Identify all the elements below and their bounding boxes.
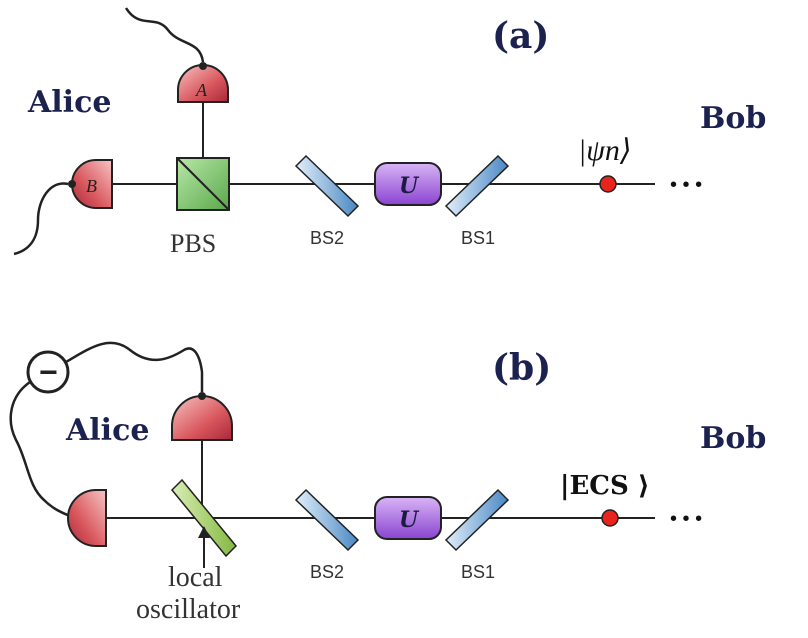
state-dot-a	[599, 175, 617, 193]
cable-to-left-detector	[9, 380, 71, 518]
detector-b: B	[13, 159, 113, 256]
unitary-a-label: U	[399, 173, 420, 199]
lo-label-line1: local	[168, 562, 223, 593]
pbs-cube	[176, 157, 230, 211]
panel-a-label: (a)	[492, 15, 549, 57]
unitary-b	[374, 496, 442, 540]
bs2-b	[294, 488, 360, 552]
detector-a-label: A	[195, 80, 208, 100]
bob-label-a: Bob	[700, 101, 766, 136]
pbs-label: PBS	[170, 229, 216, 258]
bs1-label-b: BS1	[461, 562, 495, 582]
state-label-b: |ECS ⟩	[560, 471, 650, 501]
state-dot-b	[601, 509, 619, 527]
alice-label-b: Alice	[65, 413, 149, 448]
detector-b-label: B	[86, 176, 97, 196]
panel-b-label: (b)	[492, 347, 551, 389]
panel-a: (a) Alice Bob A B PBS BS2	[13, 7, 766, 258]
local-oscillator-arrowhead	[198, 526, 210, 538]
alice-label-a: Alice	[27, 85, 111, 120]
detector-top-b	[171, 392, 233, 441]
bs2-label-b: BS2	[310, 562, 344, 582]
bs1-a	[444, 154, 510, 218]
unitary-b-label: U	[399, 507, 420, 533]
bs1-b	[444, 488, 510, 552]
bs1-label-a: BS1	[461, 228, 495, 248]
panel-b: (b) Alice Bob − local oscillator BS2	[9, 341, 766, 625]
detector-left-b	[67, 489, 107, 547]
unitary-a	[374, 162, 442, 206]
detector-a-cable	[124, 7, 205, 63]
bs2-label-a: BS2	[310, 228, 344, 248]
state-label-a: |ψn⟩	[578, 134, 632, 167]
bob-label-b: Bob	[700, 421, 766, 456]
detector-b-cable	[13, 182, 69, 256]
detector-a: A	[124, 7, 229, 103]
cable-to-top-detector	[65, 341, 204, 392]
bs2-a	[294, 154, 360, 218]
minus-sign: −	[39, 354, 58, 390]
ellipsis-a: • • •	[670, 174, 702, 196]
subtractor-circle	[26, 350, 70, 394]
lo-label-line2: oscillator	[136, 594, 241, 625]
ellipsis-b: • • •	[670, 508, 702, 530]
